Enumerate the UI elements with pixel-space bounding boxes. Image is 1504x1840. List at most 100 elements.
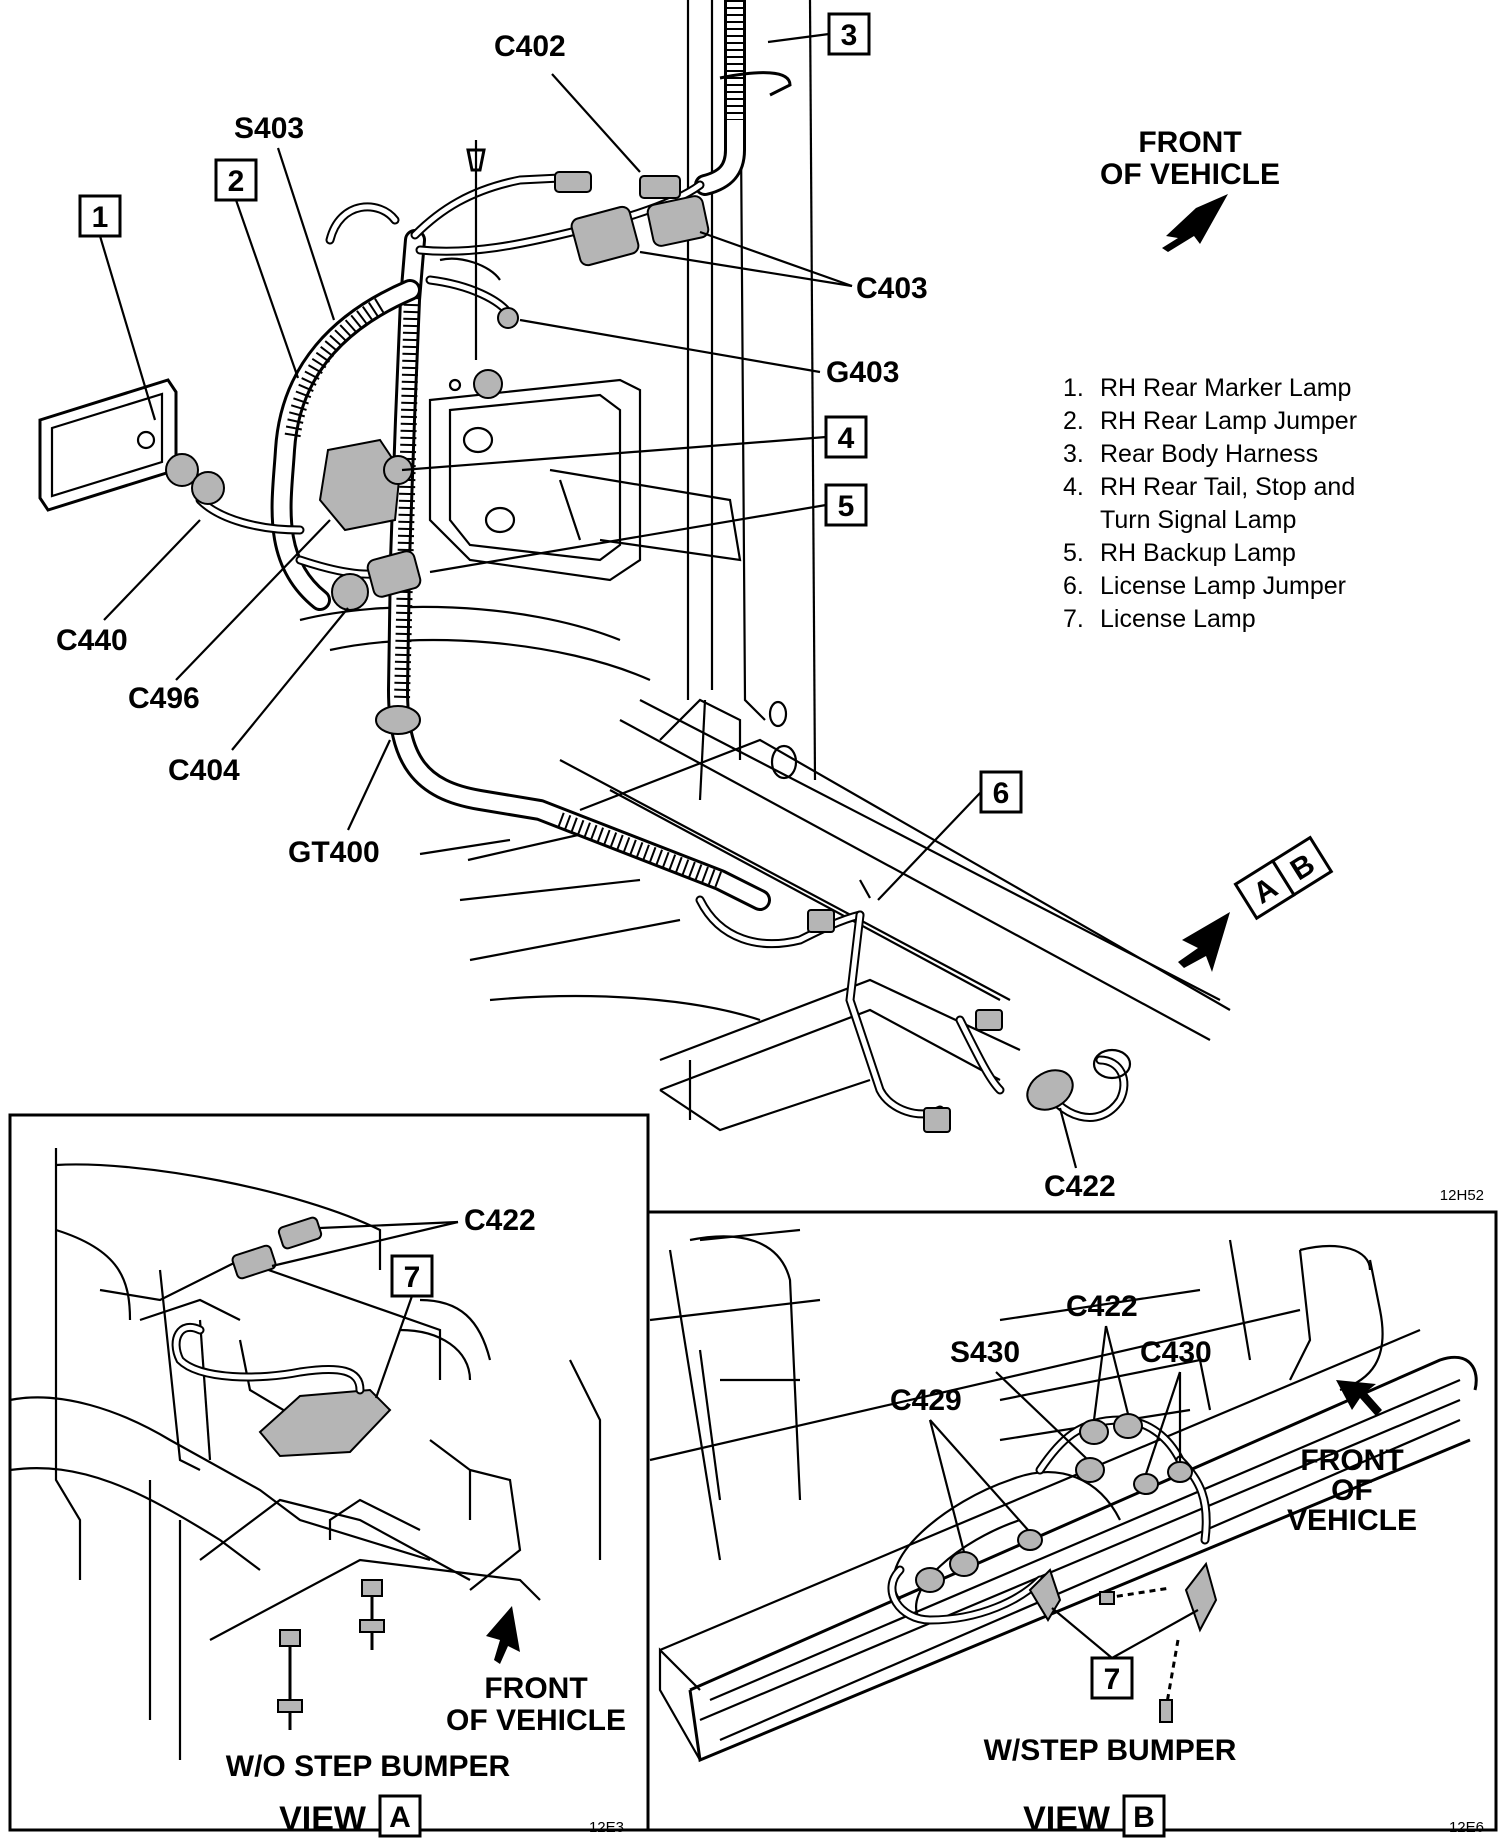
front-arrow-icon <box>486 1606 520 1664</box>
view-letter-a: A <box>389 1801 411 1834</box>
legend-text-7: License Lamp <box>1100 605 1256 633</box>
svg-text:G403: G403 <box>826 356 899 389</box>
front-label-line1: FRONT <box>1138 126 1241 159</box>
rh-rear-marker-lamp <box>38 378 178 512</box>
callout-2: 2 <box>214 158 300 379</box>
license-lamp-jumper <box>695 879 1132 1133</box>
svg-text:OF: OF <box>1331 1474 1373 1507</box>
legend: 1. RH Rear Marker Lamp 2. RH Rear Lamp J… <box>1063 374 1357 633</box>
svg-text:C404: C404 <box>168 754 240 787</box>
ground-g403 <box>497 307 519 329</box>
front-arrow-icon <box>1162 194 1228 252</box>
view-word-b: VIEW <box>1023 1800 1111 1838</box>
legend-num-7: 7. <box>1063 605 1084 633</box>
connector-c402 <box>554 171 592 193</box>
svg-text:C403: C403 <box>856 272 928 305</box>
svg-text:C422: C422 <box>464 1204 536 1237</box>
label-c404: C404 <box>168 607 349 787</box>
front-of-vehicle-a: FRONT OF VEHICLE <box>446 1606 626 1737</box>
svg-text:S430: S430 <box>950 1336 1020 1369</box>
legend-num-6: 6. <box>1063 572 1084 600</box>
legend-num-3: 3. <box>1063 440 1084 468</box>
connector-c404 <box>331 573 369 611</box>
svg-text:C422: C422 <box>1044 1170 1116 1203</box>
svg-text:3: 3 <box>841 19 858 52</box>
svg-text:FRONT: FRONT <box>1300 1444 1403 1477</box>
svg-text:S403: S403 <box>234 112 304 145</box>
label-c440: C440 <box>56 519 201 657</box>
license-lamp-b-right <box>1184 1561 1218 1633</box>
main-diagram: FRONT OF VEHICLE A B 1 2 3 <box>38 0 1484 1204</box>
view-b-panel: C422 S430 C430 C429 7 FRONT OF <box>646 1210 1498 1838</box>
svg-text:C429: C429 <box>890 1384 962 1417</box>
connector-c440-mate <box>191 471 225 505</box>
connector-c429-b-mate <box>949 1551 979 1577</box>
svg-text:2: 2 <box>228 165 245 198</box>
grommet-gt400 <box>375 705 421 735</box>
connector-c430-b-mate <box>1167 1461 1193 1483</box>
label-c403: C403 <box>639 230 928 305</box>
svg-text:7: 7 <box>404 1261 421 1294</box>
pillar-hole <box>770 744 798 780</box>
callout-7-a: 7 <box>374 1254 434 1399</box>
callout-7-b: 7 <box>1051 1607 1199 1700</box>
svg-text:C440: C440 <box>56 624 128 657</box>
label-c422-main: C422 <box>1044 1107 1116 1203</box>
label-g403: G403 <box>519 318 899 389</box>
label-s403: S403 <box>234 112 336 321</box>
connector-c422-a <box>231 1244 277 1280</box>
view-arrow-icon <box>1178 912 1230 972</box>
connector-c422-a-mate <box>277 1216 323 1250</box>
connector-c422-b-mate <box>1113 1413 1143 1439</box>
connector-c429-b <box>915 1567 945 1593</box>
connector-c402-mate <box>639 175 681 199</box>
callout-5: 5 <box>429 483 868 574</box>
front-label-line2: OF VEHICLE <box>1100 158 1280 191</box>
svg-text:6: 6 <box>993 777 1010 810</box>
legend-num-1: 1. <box>1063 374 1084 402</box>
connector-c422-b <box>1079 1419 1109 1445</box>
connector-c496 <box>318 438 402 532</box>
legend-text-6: License Lamp Jumper <box>1100 572 1346 600</box>
view-word-a: VIEW <box>279 1800 367 1838</box>
svg-text:7: 7 <box>1104 1663 1121 1696</box>
svg-text:5: 5 <box>838 490 855 523</box>
svg-text:VEHICLE: VEHICLE <box>1287 1504 1417 1537</box>
callout-1: 1 <box>78 194 157 421</box>
splice-s430 <box>1075 1457 1105 1483</box>
svg-text:4: 4 <box>838 422 855 455</box>
svg-text:C496: C496 <box>128 682 200 715</box>
license-lamp-a <box>258 1388 392 1458</box>
label-c422-a: C422 <box>271 1204 536 1268</box>
label-c429-b: C429 <box>890 1384 1029 1553</box>
pillar-hole <box>768 700 788 728</box>
figure-code-b: 12E6 <box>1449 1819 1484 1836</box>
legend-text-4: RH Rear Tail, Stop and <box>1100 473 1355 501</box>
front-of-vehicle-indicator: FRONT OF VEHICLE <box>1100 126 1280 252</box>
callout-6: 6 <box>877 770 1023 901</box>
label-c422-b: C422 <box>1066 1290 1138 1421</box>
connector-c403 <box>570 205 640 267</box>
front-arrow-icon <box>1336 1380 1382 1416</box>
svg-text:1: 1 <box>92 201 109 234</box>
view-ab-marker: A B <box>1178 835 1334 972</box>
bed-floor <box>299 605 1231 1132</box>
ground-stud <box>473 369 503 399</box>
connector-c403-mate <box>646 195 710 247</box>
figure-code-main: 12H52 <box>1440 1187 1484 1204</box>
lamp-bracket <box>428 378 742 582</box>
body-pillar <box>686 0 817 781</box>
legend-text-4-cont: Turn Signal Lamp <box>1100 506 1296 534</box>
figure-code-a: 12E3 <box>589 1819 624 1836</box>
front-of-vehicle-b: FRONT OF VEHICLE <box>1287 1380 1417 1537</box>
label-s430-b: S430 <box>950 1336 1087 1459</box>
connector-c430-b <box>1133 1473 1159 1495</box>
legend-text-3: Rear Body Harness <box>1100 440 1318 468</box>
legend-num-4: 4. <box>1063 473 1084 501</box>
svg-text:C422: C422 <box>1066 1290 1138 1323</box>
svg-text:OF VEHICLE: OF VEHICLE <box>446 1704 626 1737</box>
label-c496: C496 <box>128 519 331 715</box>
callout-4: 4 <box>401 415 868 472</box>
legend-num-2: 2. <box>1063 407 1084 435</box>
view-letter-b: B <box>1133 1801 1155 1834</box>
